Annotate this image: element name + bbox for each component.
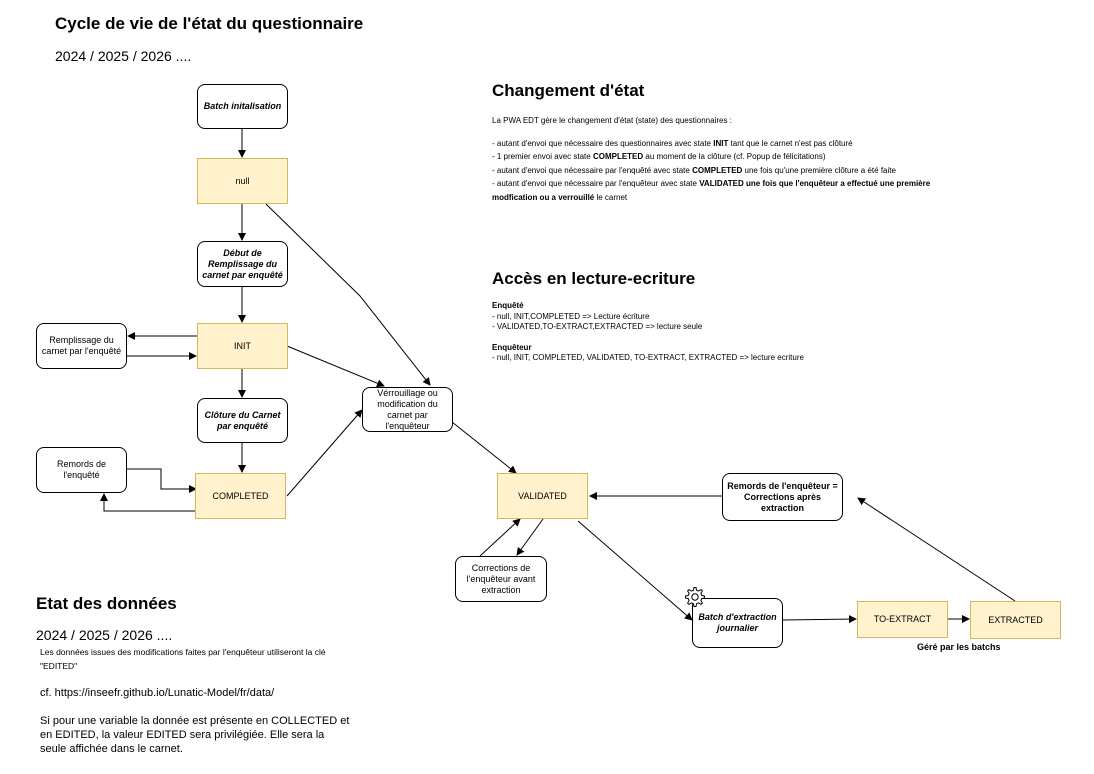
node-state-to-extract[interactable]: TO-EXTRACT bbox=[857, 601, 948, 638]
edge-validated-to-corrections bbox=[516, 518, 544, 556]
edge-extracted-to-remords-enqueteur bbox=[857, 497, 1016, 602]
edge-verrouillage-to-validated bbox=[451, 421, 517, 474]
changement-line-5: modfication ou a verrouillé le carnet bbox=[492, 192, 628, 202]
changement-line-4: - autant d'envoi que nécessaire par l'en… bbox=[492, 179, 931, 188]
acces-enqueteur-1: - null, INIT, COMPLETED, VALIDATED, TO-E… bbox=[492, 353, 804, 362]
node-remords-enquete[interactable]: Remords de l'enquêté bbox=[36, 447, 127, 493]
node-state-null[interactable]: null bbox=[197, 158, 288, 204]
node-remplissage-enquete[interactable]: Remplissage du carnet par l'enquêté bbox=[36, 323, 127, 369]
node-state-completed[interactable]: COMPLETED bbox=[195, 473, 286, 519]
etat-years: 2024 / 2025 / 2026 .... bbox=[36, 627, 173, 643]
page-title: Cycle de vie de l'état du questionnaire bbox=[55, 14, 364, 33]
node-batch-init[interactable]: Batch initalisation bbox=[197, 84, 288, 129]
node-verrouillage[interactable]: Vérrouillage ou modification du carnet p… bbox=[362, 387, 453, 432]
node-corrections-enqueteur[interactable]: Corrections de l'enquêteur avant extract… bbox=[455, 556, 547, 602]
changement-intro: La PWA EDT gère le changement d'état (st… bbox=[492, 116, 732, 125]
node-remords-enqueteur[interactable]: Remords de l'enquêteur = Corrections apr… bbox=[722, 473, 843, 521]
node-state-validated[interactable]: VALIDATED bbox=[497, 473, 588, 519]
acces-heading: Accès en lecture-ecriture bbox=[492, 269, 696, 288]
changement-heading: Changement d'état bbox=[492, 81, 645, 100]
edge-null-to-verrouillage bbox=[265, 203, 431, 386]
node-batch-extraction[interactable]: Batch d'extraction journalier bbox=[692, 598, 783, 648]
node-state-extracted[interactable]: EXTRACTED bbox=[970, 601, 1061, 639]
years-top: 2024 / 2025 / 2026 .... bbox=[55, 48, 192, 64]
acces-enquete-title: Enquêté bbox=[492, 301, 524, 310]
edge-completed-to-verrouillage bbox=[286, 409, 363, 497]
acces-enqueteur-title: Enquêteur bbox=[492, 342, 532, 352]
edge-validated-to-batch bbox=[577, 520, 693, 621]
etat-reference-link[interactable]: cf. https://inseefr.github.io/Lunatic-Mo… bbox=[40, 687, 275, 699]
changement-line-1: - autant d'envoi que nécessaire des ques… bbox=[492, 138, 853, 148]
changement-line-2: - 1 premier envoi avec state COMPLETED a… bbox=[492, 152, 826, 161]
edge-batch-to-toextract bbox=[782, 615, 857, 624]
edge-init-to-verrouillage bbox=[286, 345, 385, 388]
acces-text: Enquêté - null, INIT,COMPLETED => Lectur… bbox=[492, 301, 804, 364]
acces-enquete-2: - VALIDATED,TO-EXTRACT,EXTRACTED => lect… bbox=[492, 322, 703, 331]
edge-completed-to-remords bbox=[100, 493, 196, 512]
etat-heading: Etat des données bbox=[36, 594, 177, 613]
acces-enquete-1: - null, INIT,COMPLETED => Lecture écritu… bbox=[492, 311, 650, 321]
node-debut-remplissage[interactable]: Début de Remplissage du carnet par enquê… bbox=[197, 241, 288, 287]
gear-icon bbox=[684, 586, 706, 608]
node-cloture-carnet[interactable]: Clôture du Carnet par enquêté bbox=[197, 398, 288, 443]
batch-managed-label: Géré par les batchs bbox=[917, 642, 1001, 652]
node-state-init[interactable]: INIT bbox=[197, 323, 288, 369]
changement-line-3: - autant d'envoi que nécessaire par l'en… bbox=[492, 165, 896, 175]
changement-text: La PWA EDT gère le changement d'état (st… bbox=[492, 114, 930, 204]
etat-paragraph-1: Les données issues des modifications fai… bbox=[40, 647, 326, 671]
edge-corrections-to-validated bbox=[479, 518, 521, 557]
etat-paragraph-2: Si pour une variable la donnée est prése… bbox=[40, 715, 350, 755]
edge-remords-to-completed bbox=[127, 468, 197, 493]
